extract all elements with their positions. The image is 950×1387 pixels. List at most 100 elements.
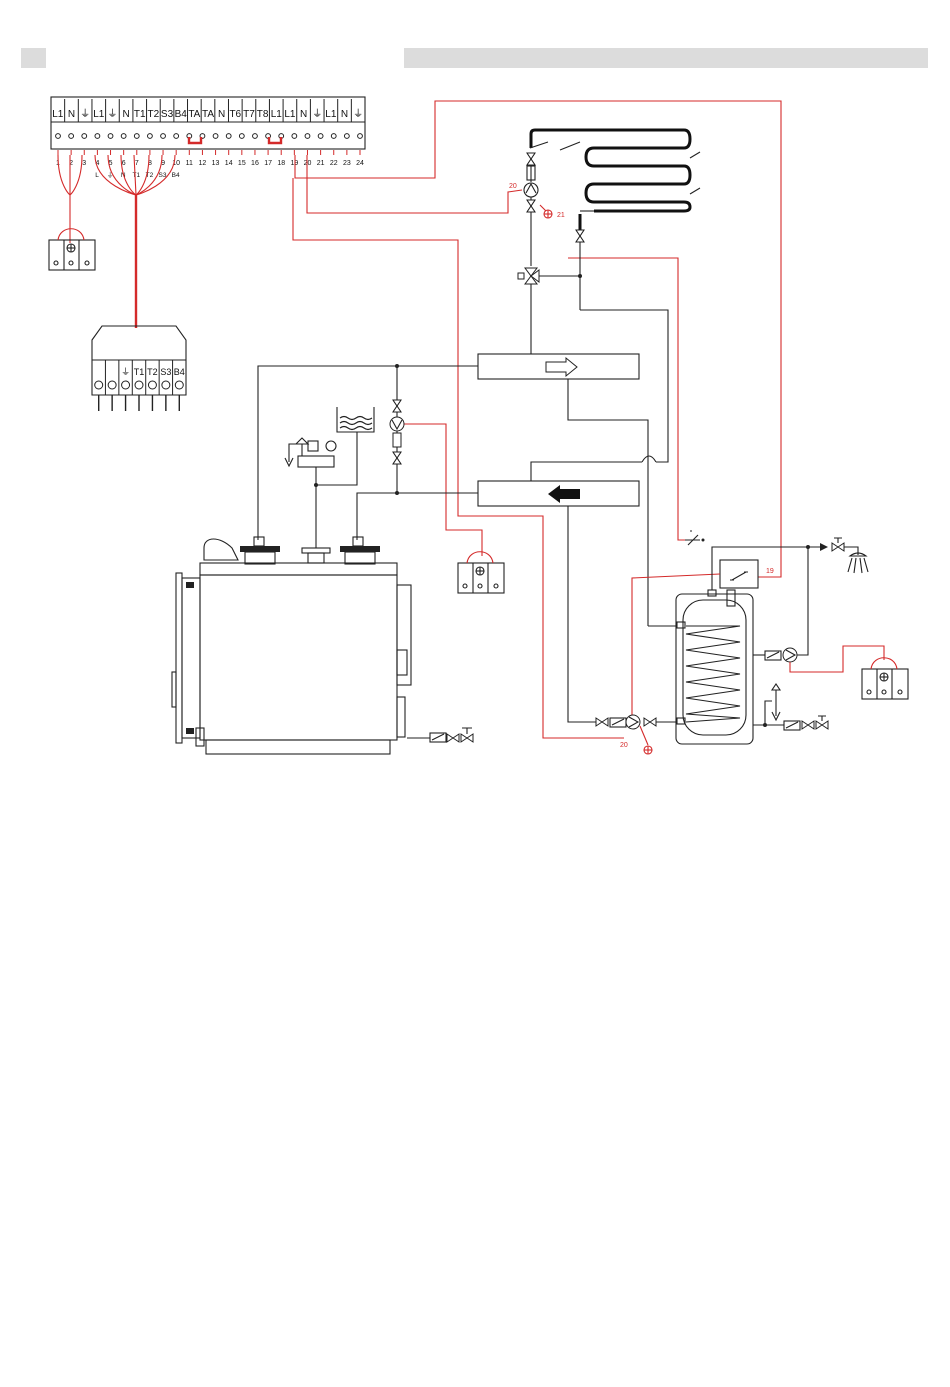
terminal-screw bbox=[108, 134, 113, 139]
terminal-number: 14 bbox=[225, 160, 233, 167]
terminal-label: ⏚ bbox=[312, 108, 322, 120]
terminal-sub-label: L bbox=[95, 172, 99, 179]
coil-return-valve bbox=[576, 230, 584, 242]
terminal-sub-label: T1 bbox=[133, 172, 141, 179]
terminal-label: TA bbox=[202, 109, 214, 120]
terminal-label: B4 bbox=[175, 109, 188, 120]
terminal-label: T1 bbox=[134, 109, 146, 120]
probe-label: ⏚ bbox=[121, 367, 130, 377]
terminal-number: 24 bbox=[356, 160, 364, 167]
three-way-valve bbox=[518, 242, 582, 354]
callout-pump-top: 20 bbox=[509, 183, 517, 190]
terminal-screw bbox=[69, 134, 74, 139]
supply-separator bbox=[478, 354, 639, 379]
expansion-tank bbox=[316, 407, 374, 485]
terminal-number: 17 bbox=[264, 160, 272, 167]
terminal-number: 22 bbox=[330, 160, 338, 167]
boiler-supply-pipe bbox=[258, 366, 478, 540]
probe-screw bbox=[135, 381, 143, 389]
terminal-screw bbox=[253, 134, 258, 139]
terminal-screw bbox=[344, 134, 349, 139]
heating-pump-group: 20 21 bbox=[509, 165, 565, 266]
terminal-label: ⏚ bbox=[107, 108, 117, 120]
terminal-number: 7 bbox=[135, 160, 139, 167]
terminal-screw bbox=[331, 134, 336, 139]
terminal-sub-label: B4 bbox=[172, 172, 180, 179]
terminal-number: 11 bbox=[186, 160, 193, 167]
terminal-label: T2 bbox=[148, 109, 160, 120]
power-socket-middle bbox=[458, 552, 504, 593]
wire-to-boiler-socket bbox=[400, 424, 482, 556]
terminal-label: S3 bbox=[161, 109, 174, 120]
terminal-label: L1 bbox=[284, 109, 296, 120]
terminal-label: L1 bbox=[271, 109, 283, 120]
terminal-number: 3 bbox=[82, 160, 86, 167]
terminal-label: L1 bbox=[93, 109, 105, 120]
terminal-screw bbox=[226, 134, 231, 139]
probe-label: T2 bbox=[147, 367, 158, 377]
terminal-screw bbox=[56, 134, 61, 139]
terminal-screw bbox=[121, 134, 126, 139]
terminal-screw bbox=[82, 134, 87, 139]
probe-label: S3 bbox=[160, 367, 171, 377]
callout-thermostat: 19 bbox=[766, 568, 774, 575]
terminal-label: L1 bbox=[325, 109, 337, 120]
terminal-screw bbox=[174, 134, 179, 139]
wire-to-heating-pump bbox=[307, 155, 522, 213]
terminal-screw bbox=[239, 134, 244, 139]
safety-group bbox=[285, 438, 336, 548]
callout-pump-bottom: 20 bbox=[620, 742, 628, 749]
terminal-label: TA bbox=[188, 109, 200, 120]
terminal-number: 21 bbox=[317, 160, 325, 167]
terminal-number: 12 bbox=[199, 160, 207, 167]
wire-to-valve bbox=[568, 258, 700, 540]
power-socket-right bbox=[862, 658, 908, 699]
return-separator bbox=[478, 481, 639, 506]
probe-label: T1 bbox=[134, 367, 145, 377]
terminal-label: T8 bbox=[257, 109, 269, 120]
probe-screw bbox=[148, 381, 156, 389]
terminal-label: N bbox=[68, 109, 75, 120]
terminal-number: 19 bbox=[290, 160, 298, 167]
terminal-screw bbox=[358, 134, 363, 139]
probe-label: B4 bbox=[174, 367, 185, 377]
probe-screw bbox=[122, 381, 130, 389]
manual-switch bbox=[685, 531, 705, 545]
terminal-label: N bbox=[122, 109, 129, 120]
terminal-number: 16 bbox=[251, 160, 259, 167]
terminal-label: T6 bbox=[229, 109, 241, 120]
terminal-screw bbox=[134, 134, 139, 139]
heating-coil bbox=[530, 130, 700, 235]
terminal-label: N bbox=[300, 109, 307, 120]
probe-screw bbox=[175, 381, 183, 389]
recirculation-pump bbox=[753, 646, 884, 672]
coil-valve-top bbox=[527, 153, 535, 165]
terminal-label: T7 bbox=[243, 109, 255, 120]
terminal-number: 15 bbox=[238, 160, 246, 167]
power-socket-left bbox=[49, 229, 95, 270]
callout-earth-top: 21 bbox=[557, 212, 565, 219]
terminal-number: 23 bbox=[343, 160, 351, 167]
terminal-label: ⏚ bbox=[353, 108, 363, 120]
terminal-screw bbox=[213, 134, 218, 139]
boiler bbox=[172, 537, 473, 754]
terminal-label: N bbox=[341, 109, 348, 120]
terminal-number: 6 bbox=[122, 160, 126, 167]
probe-screw bbox=[162, 381, 170, 389]
terminal-screw bbox=[318, 134, 323, 139]
terminal-number: 18 bbox=[277, 160, 285, 167]
terminal-screw bbox=[305, 134, 310, 139]
probe-screw bbox=[108, 381, 116, 389]
power-wires bbox=[58, 155, 82, 243]
probe-screw bbox=[95, 381, 103, 389]
probe-wires bbox=[95, 155, 175, 328]
wire-to-mixing-pump bbox=[293, 178, 624, 738]
terminal-label: L1 bbox=[52, 109, 64, 120]
terminal-number: 13 bbox=[212, 160, 220, 167]
pump-valve bbox=[527, 200, 535, 212]
terminal-screw bbox=[95, 134, 100, 139]
terminal-label: ⏚ bbox=[80, 108, 90, 120]
terminal-screw bbox=[292, 134, 297, 139]
